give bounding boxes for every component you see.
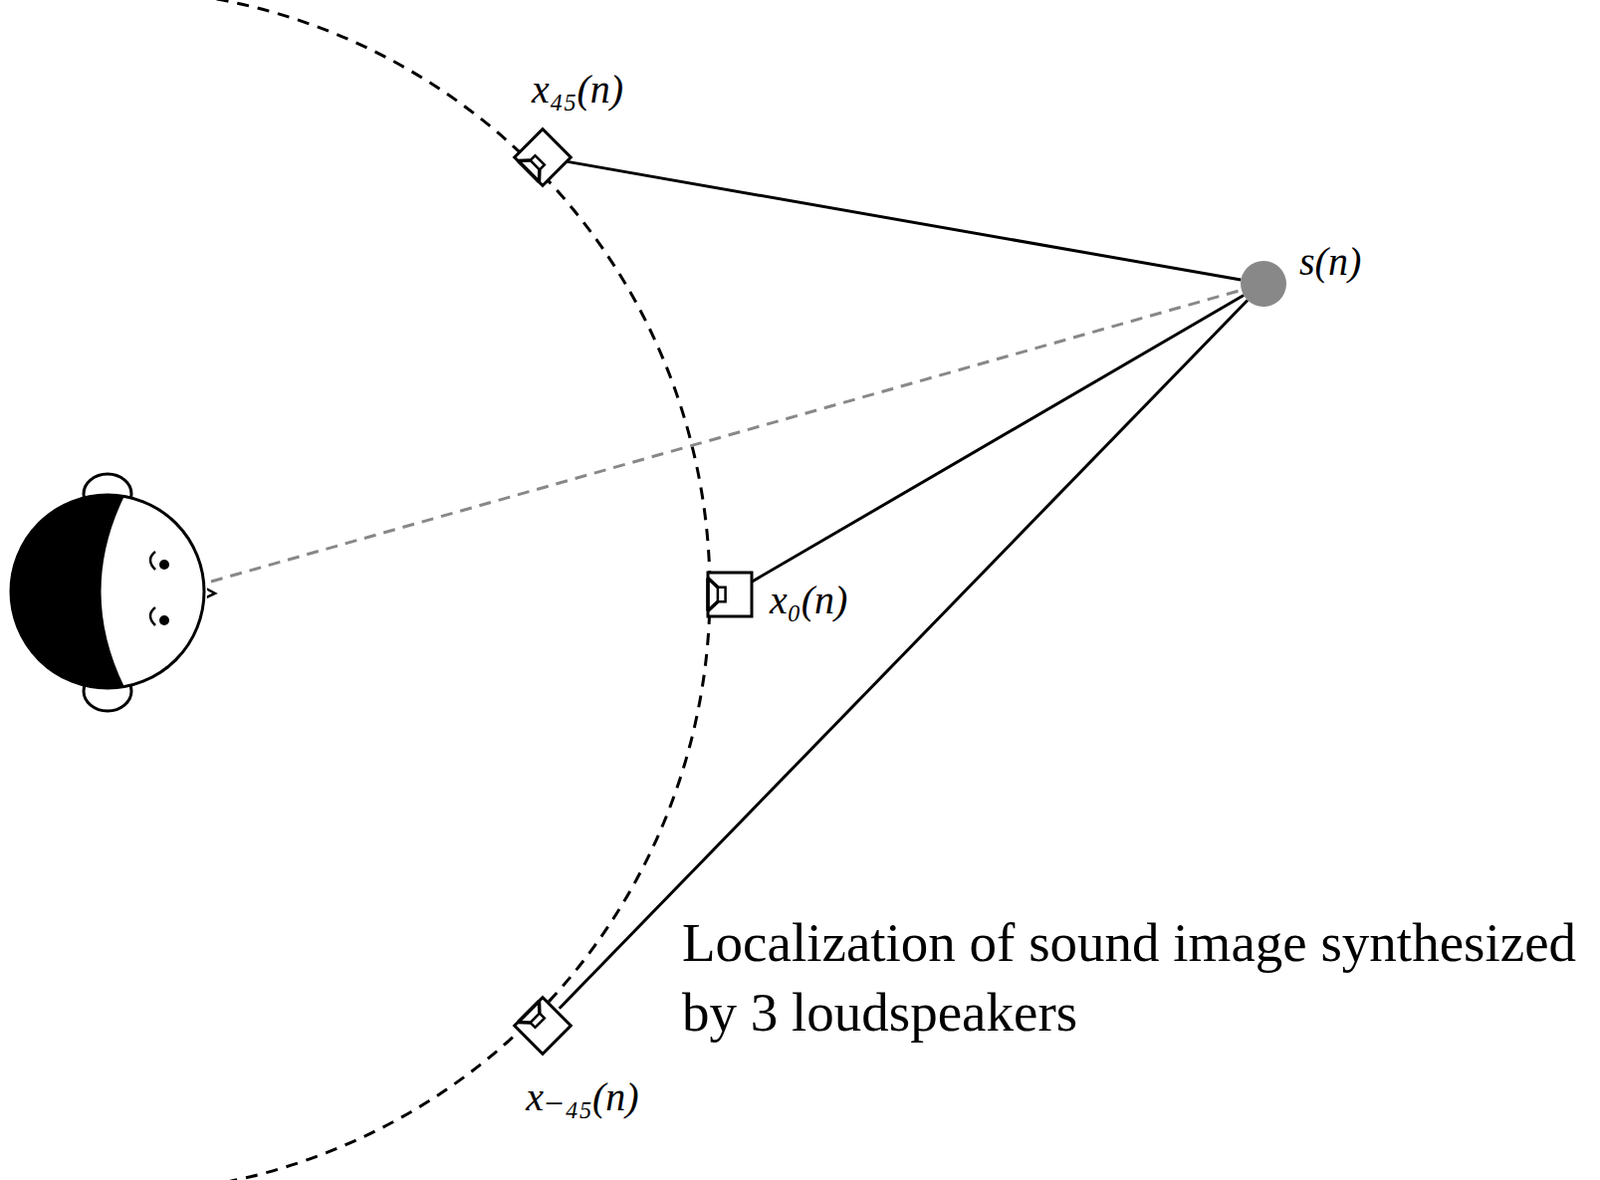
source-label: s(n)	[1299, 239, 1362, 284]
speaker-symbol	[514, 997, 572, 1055]
speaker-cone	[517, 154, 546, 183]
sound-source: s(n)	[1240, 260, 1287, 307]
speaker-box	[514, 129, 572, 187]
speaker-symbol	[511, 994, 574, 1057]
speaker-magnet	[530, 1013, 545, 1028]
source-dot	[1240, 260, 1287, 307]
signal-label: x₀(n)	[769, 578, 848, 623]
direction-line	[211, 283, 1264, 582]
sound-path	[566, 161, 1242, 280]
speaker-symbol	[514, 129, 572, 187]
signal-label: x₋₄₅(n)	[525, 1075, 639, 1120]
speaker-magnet	[717, 587, 726, 603]
speaker-cone	[517, 1000, 546, 1029]
eyebrow	[150, 607, 156, 626]
signal-label: x₄₅(n)	[531, 67, 624, 112]
eye	[159, 615, 170, 626]
speaker-symbol	[707, 572, 752, 617]
speaker-symbol	[704, 569, 755, 620]
speaker-box	[514, 997, 572, 1055]
loudspeaker: x₋₄₅(n)	[511, 994, 574, 1057]
loudspeaker: x₄₅(n)	[511, 126, 574, 189]
loudspeaker: x₀(n)	[704, 569, 755, 620]
speaker-cone	[707, 578, 718, 612]
sound-path	[751, 295, 1245, 583]
speaker-symbol	[511, 126, 574, 189]
eye	[159, 559, 170, 570]
listening-arc	[0, 0, 710, 1180]
head-outline	[10, 494, 205, 688]
face	[101, 495, 209, 687]
eyebrow	[150, 551, 156, 570]
source-dot	[1240, 260, 1287, 307]
caption-text: Localization of sound image synthesized …	[682, 908, 1579, 1049]
speaker-magnet	[530, 155, 545, 170]
sound-path	[559, 299, 1248, 1008]
speaker-box	[707, 572, 752, 617]
